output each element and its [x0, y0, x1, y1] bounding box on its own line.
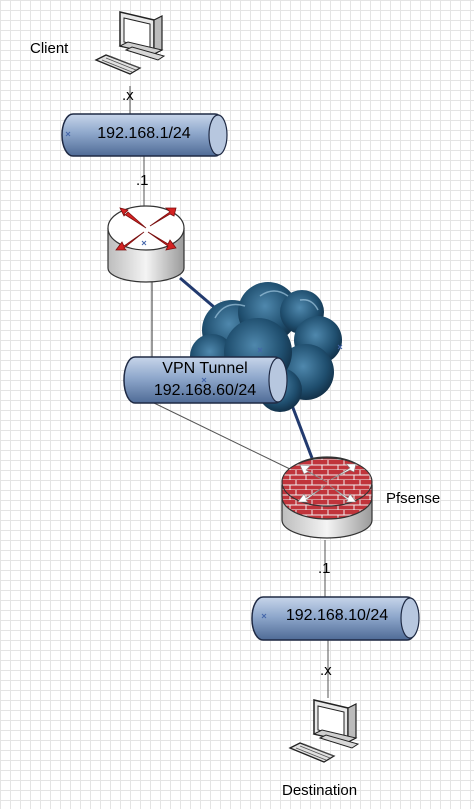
vpn-tunnel-pipe: [123, 356, 288, 404]
destination-host-port-label: .x: [320, 662, 332, 679]
client-lan-pipe: [61, 113, 228, 157]
router-gateway-port-label: .1: [136, 172, 149, 189]
pfsense-label: Pfsense: [386, 490, 441, 507]
pfsense-firewall-icon: [281, 456, 373, 539]
client-host-port-label: .x: [122, 87, 134, 104]
destination-lan-label: 192.168.10/24: [285, 607, 389, 624]
pfsense-gateway-port-label: .1: [318, 560, 331, 577]
link-vpn-to-pfsense: [153, 402, 293, 471]
connection-markers: [65, 131, 343, 619]
client-lan-label: 192.168.1/24: [97, 125, 191, 142]
link-cloud-to-pfsense: [288, 399, 314, 459]
router-icon: [107, 205, 185, 283]
client-label: Client: [30, 40, 69, 57]
vpn-tunnel-label: VPN Tunnel: [162, 360, 248, 377]
vpn-subnet-label: 192.168.60/24: [153, 382, 257, 399]
client-computer-icon: [94, 11, 166, 75]
destination-lan-pipe: [251, 596, 420, 641]
destination-computer-icon: [288, 699, 360, 763]
destination-label: Destination: [282, 782, 358, 799]
